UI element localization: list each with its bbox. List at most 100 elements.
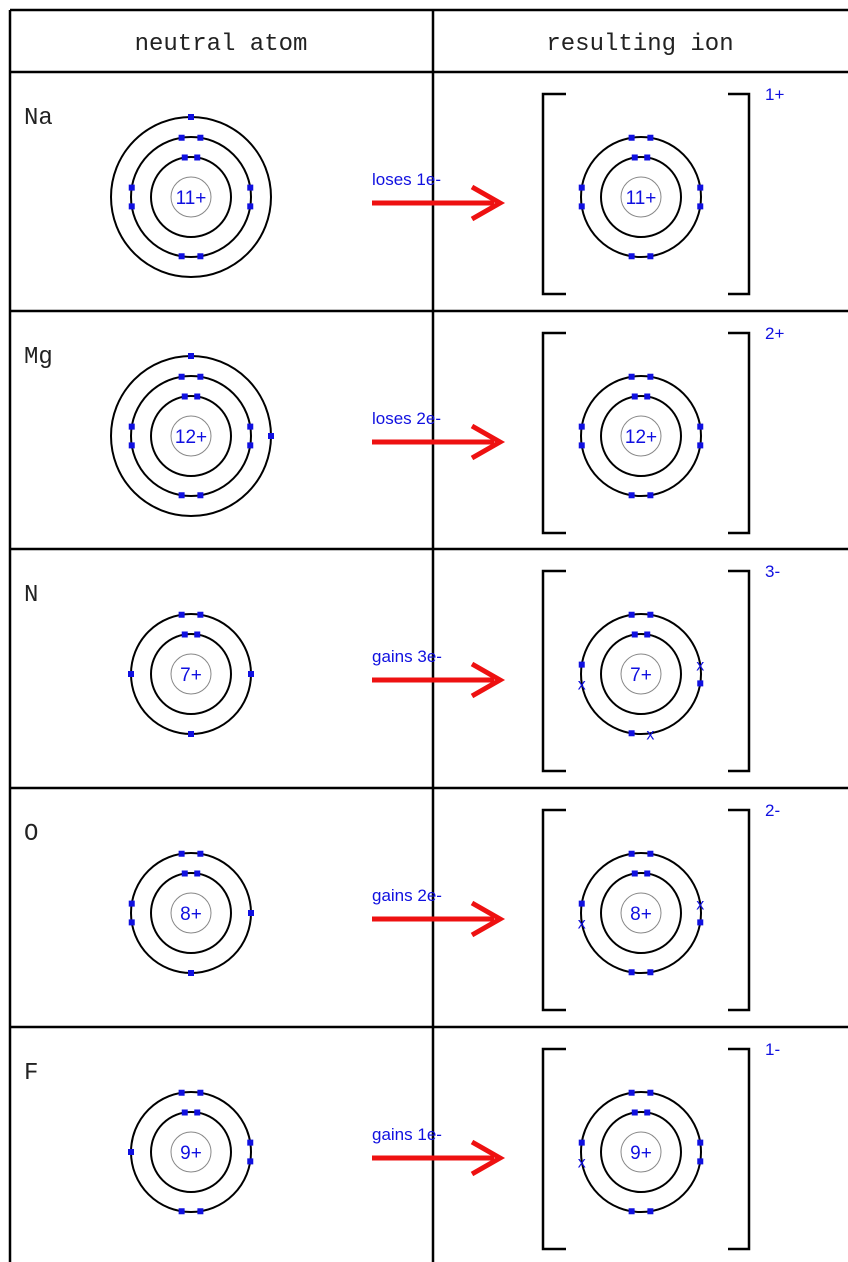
atom-shell-1-electron xyxy=(194,393,201,400)
ion-shell-2-electron xyxy=(697,680,704,687)
atom-shell-1-electron xyxy=(194,1109,201,1116)
atom-shell-2-electron xyxy=(128,900,135,907)
atom-shell-2-electron xyxy=(247,423,254,430)
table-grid xyxy=(8,8,848,1262)
ion-charge: 1+ xyxy=(765,85,784,104)
ion-shell-2 xyxy=(580,136,702,258)
atom-shell-2-electron xyxy=(197,373,204,380)
ion-shell-1-electron xyxy=(644,1109,651,1116)
atom-shell-1-electron xyxy=(194,870,201,877)
resulting-ion-model: 8+xx2- xyxy=(541,801,780,1012)
left-bracket xyxy=(541,1047,566,1251)
resulting-ion-model: 9+x1- xyxy=(541,1040,780,1251)
atom-shell-3-electron xyxy=(188,353,194,359)
ion-shell-1-electron xyxy=(631,1109,638,1116)
resulting-ion-model: 12+2+ xyxy=(541,324,784,535)
ion-nucleus-label: 9+ xyxy=(630,1143,652,1164)
left-bracket xyxy=(541,92,566,296)
ion-shell-2-electron xyxy=(628,492,635,499)
neutral-atom-model: 11+ xyxy=(110,114,272,278)
ion-shell-2-electron xyxy=(628,730,635,737)
atom-shell-2-electron xyxy=(197,1089,204,1096)
left-bracket xyxy=(541,808,566,1012)
ion-charge: 3- xyxy=(765,562,780,581)
ion-charge: 1- xyxy=(765,1040,780,1059)
atom-shell-2-electron xyxy=(188,731,194,737)
right-bracket xyxy=(728,1047,751,1251)
atom-shell-2-electron xyxy=(178,134,185,141)
atom-shell-2-electron xyxy=(128,671,134,677)
ion-nucleus-circle xyxy=(620,1131,662,1173)
element-symbol: N xyxy=(24,582,38,609)
ion-shell-2-electron xyxy=(647,850,654,857)
ion-shell-2 xyxy=(580,1091,702,1213)
right-bracket xyxy=(728,569,751,773)
ion-shell-1-electron xyxy=(644,631,651,638)
ion-shell-2-electron xyxy=(628,1089,635,1096)
ion-charge: 2- xyxy=(765,801,780,820)
reaction-arrow-head xyxy=(470,184,506,222)
atom-shell-2-electron xyxy=(247,442,254,449)
atom-shell-2-electron xyxy=(247,1158,254,1165)
ion-nucleus-circle xyxy=(620,176,662,218)
left-bracket xyxy=(541,569,566,773)
neutral-atom-model: 8+ xyxy=(128,850,254,976)
atom-shell-2-electron xyxy=(178,1089,185,1096)
atom-nucleus-label: 9+ xyxy=(180,1143,202,1164)
atom-nucleus-label: 12+ xyxy=(175,427,207,448)
ion-shell-1 xyxy=(600,1111,682,1193)
atom-shell-1 xyxy=(150,395,232,477)
atom-shell-2-electron xyxy=(247,184,254,191)
atom-shell-2-electron xyxy=(197,134,204,141)
ion-shell-2-electron xyxy=(578,1139,585,1146)
atom-nucleus-circle xyxy=(170,653,212,695)
atom-nucleus-label: 8+ xyxy=(180,904,202,925)
right-bracket xyxy=(728,808,751,1012)
atom-shell-2-electron xyxy=(247,203,254,210)
atom-shell-1-electron xyxy=(194,631,201,638)
ion-shell-2-electron xyxy=(697,203,704,210)
atom-nucleus-circle xyxy=(170,415,212,457)
ion-shell-2-electron xyxy=(578,423,585,430)
atom-shell-2-electron xyxy=(178,611,185,618)
ion-shell-2-electron xyxy=(647,969,654,976)
atom-shell-2-electron xyxy=(128,1149,134,1155)
right-bracket xyxy=(728,331,751,535)
ion-shell-2-electron xyxy=(697,423,704,430)
ion-shell-2-electron xyxy=(578,661,585,668)
ion-shell-2-electron xyxy=(697,442,704,449)
element-symbol: Na xyxy=(24,105,53,132)
ion-shell-2-electron xyxy=(647,1208,654,1215)
ion-shell-2-electron: x xyxy=(696,897,704,914)
atom-shell-2-electron xyxy=(197,492,204,499)
atom-nucleus-label: 7+ xyxy=(180,665,202,686)
ion-nucleus-label: 12+ xyxy=(625,427,657,448)
atom-shell-3-electron xyxy=(268,433,274,439)
header-resulting-ion: resulting ion xyxy=(546,31,733,58)
ion-shell-2-electron xyxy=(578,900,585,907)
ion-shell-2-electron xyxy=(697,184,704,191)
ion-shell-2-electron xyxy=(697,1139,704,1146)
ion-shell-1-electron xyxy=(631,631,638,638)
atom-nucleus-circle xyxy=(170,892,212,934)
ion-shell-2-electron xyxy=(578,442,585,449)
ion-shell-1 xyxy=(600,156,682,238)
process-label: gains 2e- xyxy=(372,886,442,905)
atom-shell-2-electron xyxy=(197,611,204,618)
element-symbol: O xyxy=(24,821,38,848)
atom-shell-2-electron xyxy=(178,850,185,857)
reaction-arrow-head xyxy=(470,1139,506,1177)
atom-shell-1-electron xyxy=(181,631,188,638)
atom-shell-2-electron xyxy=(128,423,135,430)
atom-shell-2-electron xyxy=(178,1208,185,1215)
ion-shell-2-electron xyxy=(628,1208,635,1215)
atom-shell-2-electron xyxy=(248,671,254,677)
atom-shell-2-electron xyxy=(128,919,135,926)
atom-nucleus-label: 11+ xyxy=(176,188,207,209)
atom-nucleus-circle xyxy=(170,176,212,218)
